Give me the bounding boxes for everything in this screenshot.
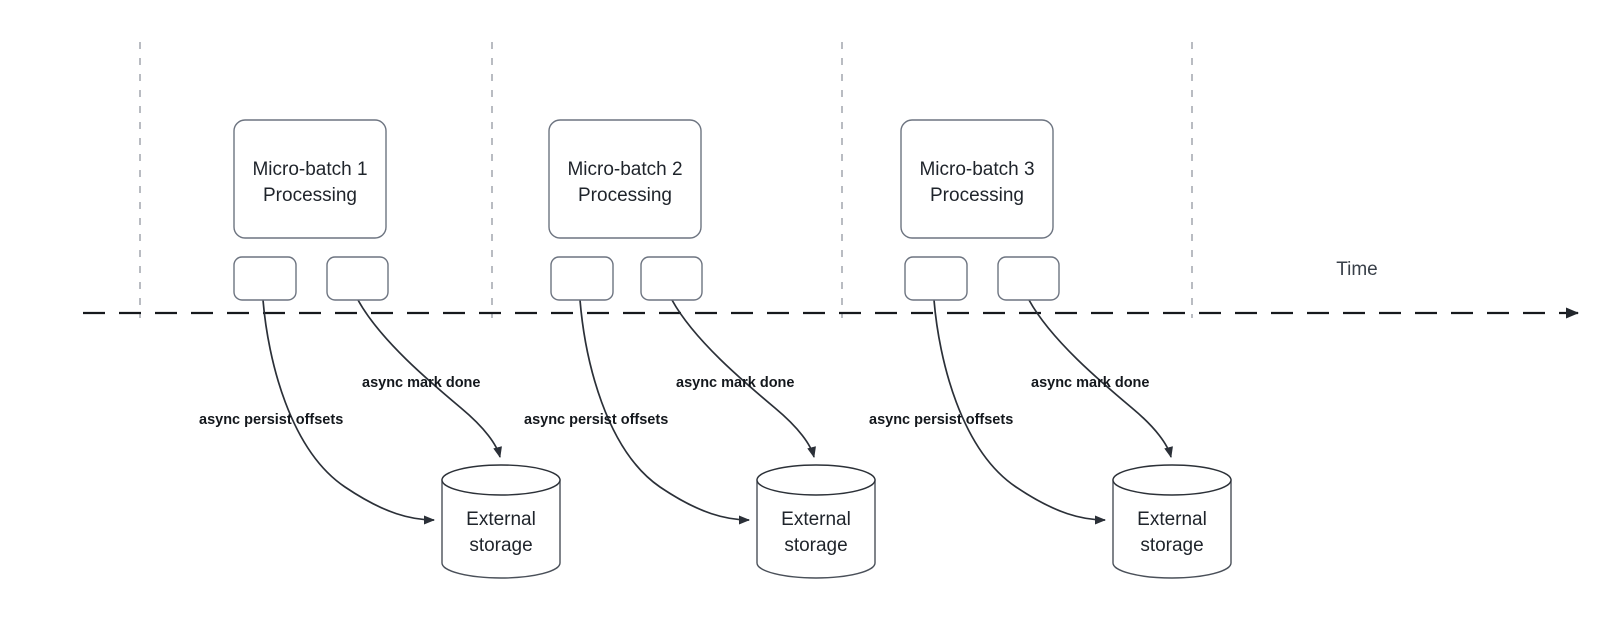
- microbatch-label-line1: Micro-batch 3: [919, 159, 1034, 180]
- external-storage-cylinder-top: [441, 464, 561, 496]
- microbatch-processing-box[interactable]: [233, 119, 387, 239]
- microbatch-label-line2: Processing: [930, 185, 1024, 206]
- async-mark-done-edge-1-label: async mark done: [362, 375, 480, 391]
- async-mark-done-edge-3: [1028, 299, 1173, 458]
- async-mark-done-edge-2-label: async mark done: [676, 375, 794, 391]
- microbatch-label-line1: Micro-batch 1: [252, 159, 367, 180]
- async-persist-offsets-edge-3: [933, 299, 1106, 525]
- external-storage-label-line1: External: [1137, 509, 1207, 530]
- external-storage-cylinder-body[interactable]: [756, 479, 876, 579]
- async-persist-offsets-edge-1: [262, 299, 435, 525]
- axis-label-layer: Time: [1336, 259, 1378, 280]
- task-box-2b[interactable]: [640, 256, 703, 301]
- async-persist-offsets-edge-1-label: async persist offsets: [199, 412, 343, 428]
- task-box-3a[interactable]: [904, 256, 968, 301]
- external-storage-label-line2: storage: [1140, 535, 1203, 556]
- task-box-1a[interactable]: [233, 256, 297, 301]
- async-persist-offsets-edge-2-label: async persist offsets: [524, 412, 668, 428]
- async-mark-done-edge-1: [357, 299, 502, 458]
- task-box-2a[interactable]: [550, 256, 614, 301]
- external-storage-label-line2: storage: [784, 535, 847, 556]
- time-axis-label: Time: [1336, 259, 1378, 280]
- async-persist-offsets-edge-3-label: async persist offsets: [869, 412, 1013, 428]
- external-storage-label-line1: External: [466, 509, 536, 530]
- microbatch-label-line2: Processing: [263, 185, 357, 206]
- batch-group: async persist offsets async mark done Micr…: [199, 119, 561, 579]
- external-storage-label-line2: storage: [469, 535, 532, 556]
- external-storage-cylinder-top: [1112, 464, 1232, 496]
- task-box-1b[interactable]: [326, 256, 389, 301]
- microbatch-processing-box[interactable]: [548, 119, 702, 239]
- external-storage-cylinder-body[interactable]: [441, 479, 561, 579]
- batch-group: async persist offsets async mark done Micr…: [869, 119, 1232, 579]
- async-persist-offsets-edge-2: [579, 299, 750, 525]
- task-box-3b[interactable]: [997, 256, 1060, 301]
- batch-group: async persist offsets async mark done Micr…: [524, 119, 876, 579]
- external-storage-label-line1: External: [781, 509, 851, 530]
- microbatch-label-line2: Processing: [578, 185, 672, 206]
- batch-groups-layer: async persist offsets async mark done Micr…: [199, 119, 1232, 579]
- external-storage-cylinder-body[interactable]: [1112, 479, 1232, 579]
- async-mark-done-edge-3-label: async mark done: [1031, 375, 1149, 391]
- tick-lines-group: [139, 42, 1193, 318]
- async-mark-done-edge-2: [671, 299, 816, 458]
- microbatch-label-line1: Micro-batch 2: [567, 159, 682, 180]
- external-storage-cylinder-top: [756, 464, 876, 496]
- microbatch-processing-box[interactable]: [900, 119, 1054, 239]
